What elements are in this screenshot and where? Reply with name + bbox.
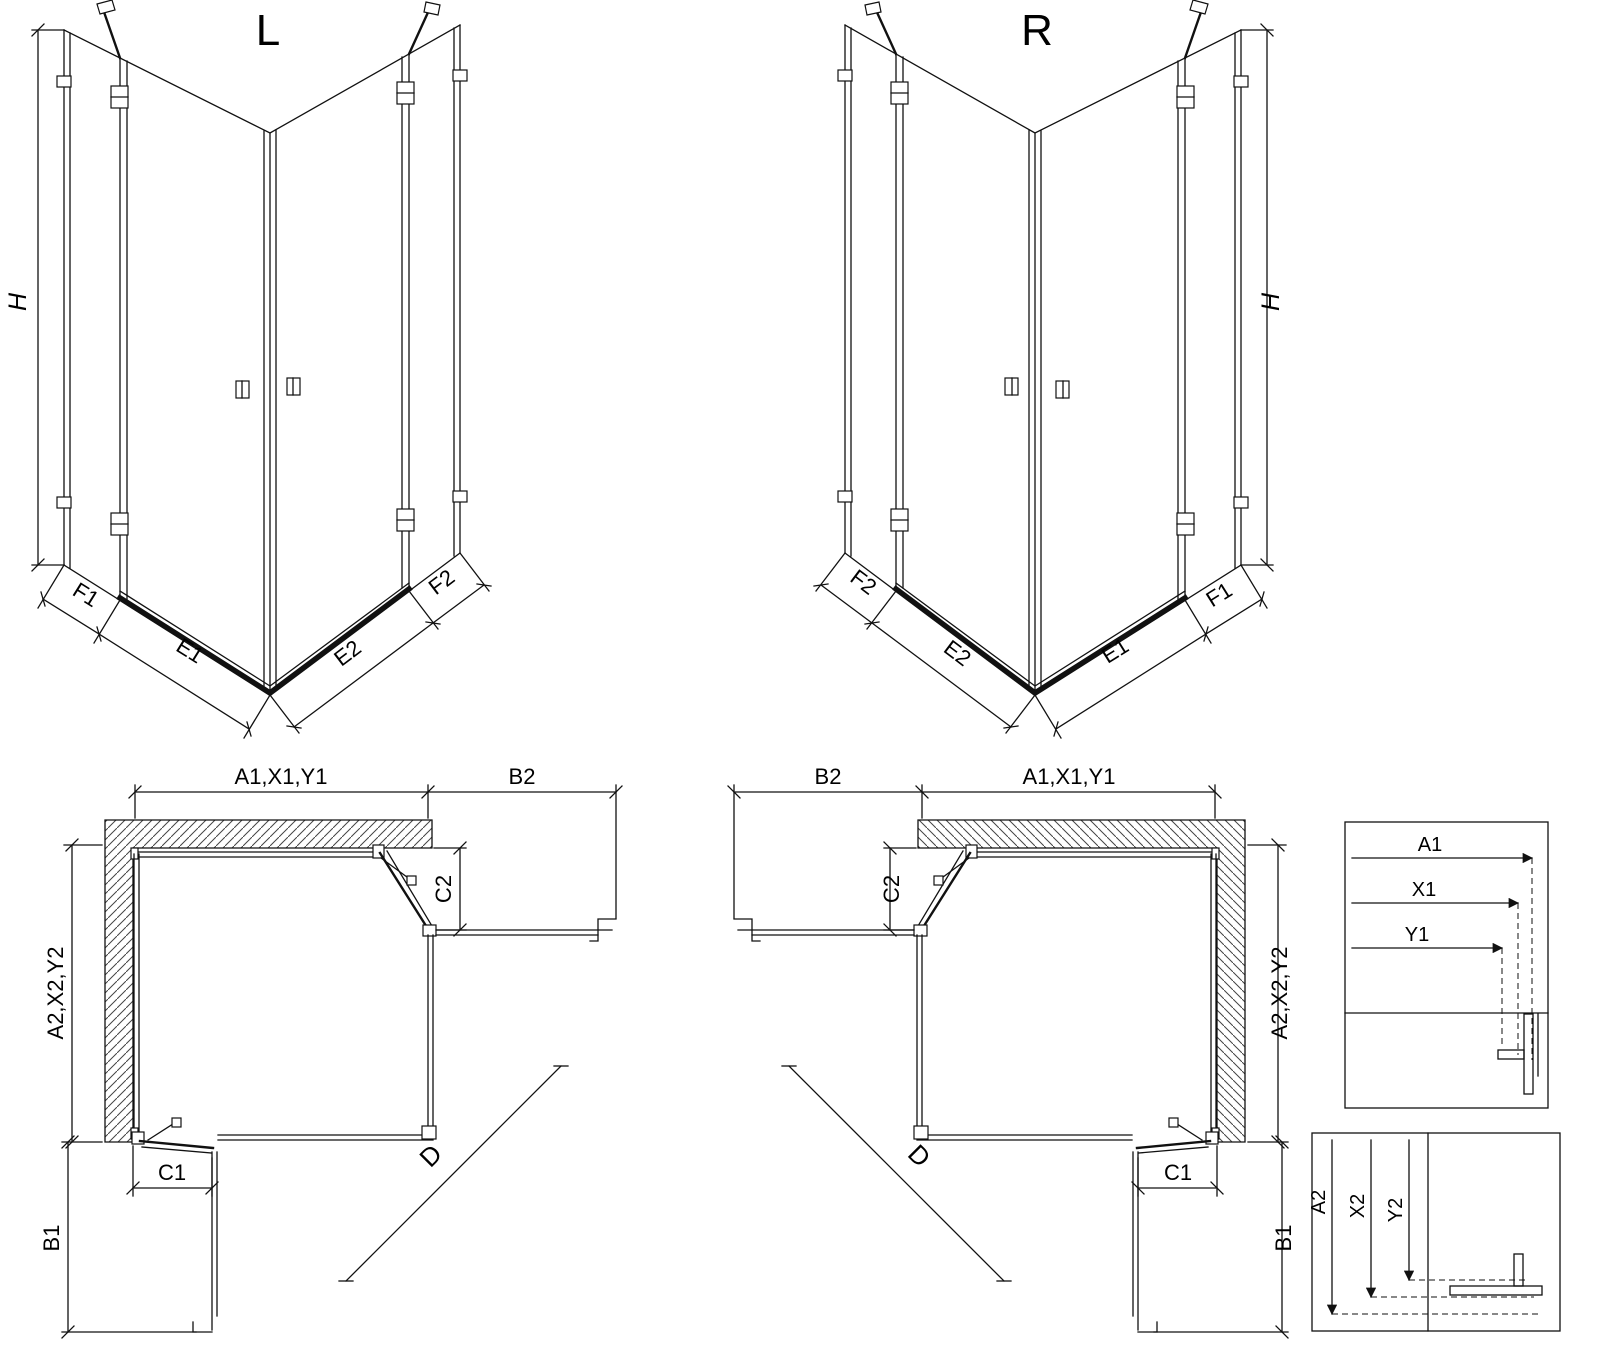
dim-label-d-right: D xyxy=(902,1138,936,1172)
perspective-right-view xyxy=(814,0,1273,738)
dim-label-c2-right: C2 xyxy=(879,875,904,903)
detail-dim-label-y1: Y1 xyxy=(1405,924,1429,946)
dim-label-b1-right: B1 xyxy=(1271,1225,1296,1252)
dim-label-e1-right: E1 xyxy=(1097,633,1133,668)
dim-label-c2-left: C2 xyxy=(431,875,456,903)
dim-label-b1-left: B1 xyxy=(39,1225,64,1252)
plan-right-view xyxy=(726,783,1290,1340)
dim-label-a1x1y1-right: A1,X1,Y1 xyxy=(1023,764,1116,789)
dim-label-height-right: H xyxy=(1257,292,1285,311)
dim-label-e1-left: E1 xyxy=(172,633,208,668)
dim-label-f2-right: F2 xyxy=(846,564,882,599)
detail-dim-label-x2: X2 xyxy=(1347,1194,1369,1218)
detail-dim-label-x1: X1 xyxy=(1412,879,1436,901)
dim-label-f1-left: F1 xyxy=(68,577,103,612)
wall-profile-section xyxy=(1449,1285,1543,1296)
dim-label-a1x1y1-left: A1,X1,Y1 xyxy=(235,764,328,789)
variant-right-label: R xyxy=(1021,6,1053,55)
dim-label-height-left: H xyxy=(4,292,32,311)
dim-label-c1-left: C1 xyxy=(158,1160,186,1185)
dim-label-f2-left: F2 xyxy=(424,564,460,599)
dim-label-a2x2y2-right: A2,X2,Y2 xyxy=(1267,947,1292,1040)
dim-label-b2-right: B2 xyxy=(815,764,842,789)
detail-dim-label-y2: Y2 xyxy=(1385,1198,1407,1222)
detail-dim-label-a2: A2 xyxy=(1308,1190,1330,1214)
perspective-left-view xyxy=(32,0,491,738)
dim-label-d-left: D xyxy=(413,1138,447,1172)
dim-label-e2-right: E2 xyxy=(939,635,976,671)
dim-label-c1-right: C1 xyxy=(1164,1160,1192,1185)
dim-label-e2-left: E2 xyxy=(329,635,366,671)
dim-label-b2-left: B2 xyxy=(509,764,536,789)
detail-bottom-box xyxy=(1311,1132,1561,1332)
dim-label-a2x2y2-left: A2,X2,Y2 xyxy=(43,947,68,1040)
dim-label-f1-right: F1 xyxy=(1202,577,1237,612)
detail-dim-label-a1: A1 xyxy=(1418,834,1442,856)
detail-top-box xyxy=(1344,821,1549,1109)
variant-left-label: L xyxy=(256,6,280,55)
plan-left-view xyxy=(60,783,624,1340)
